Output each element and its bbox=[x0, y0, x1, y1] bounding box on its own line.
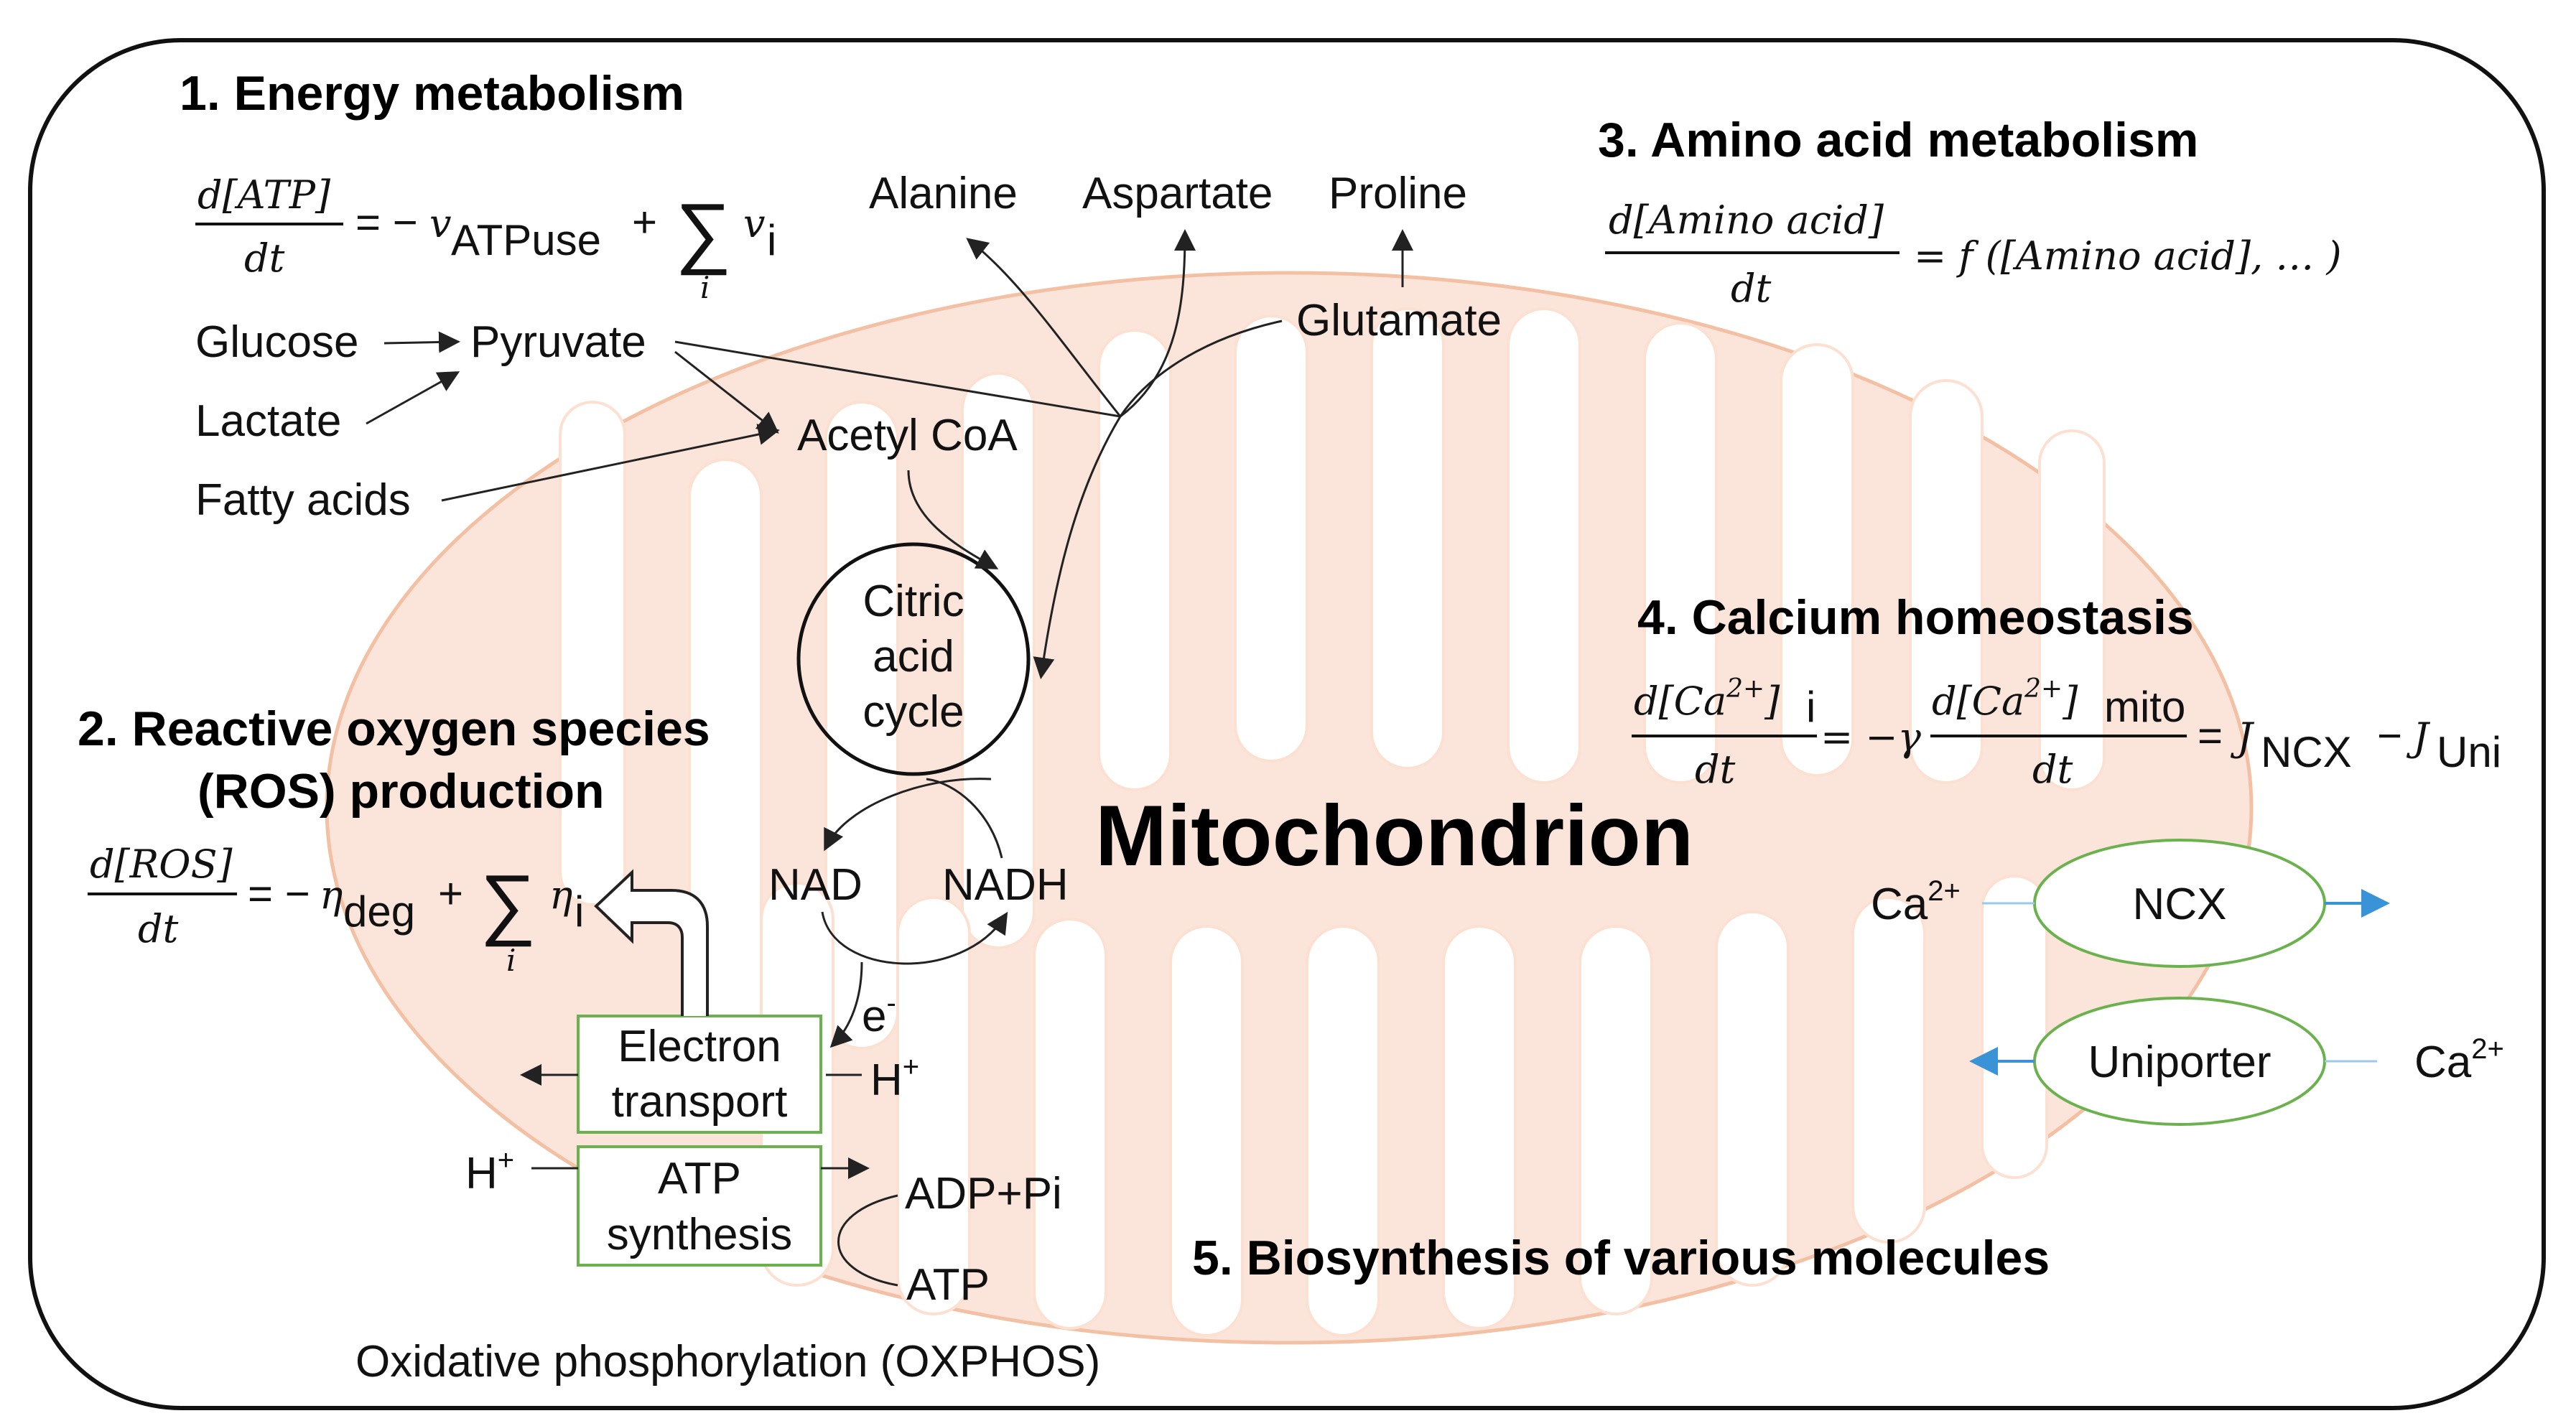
eq-atp-denominator: dt bbox=[244, 236, 285, 281]
label-electron: e- bbox=[862, 987, 896, 1041]
eq-ros-equals: = − bbox=[248, 870, 310, 918]
label-tca-line2: acid bbox=[873, 632, 954, 681]
eq-ros-eta-i: η bbox=[549, 872, 572, 918]
eq-ros-sub-deg: deg bbox=[343, 887, 415, 936]
eq-ca-gamma: = −γ bbox=[1821, 714, 1922, 760]
electron-transport-box bbox=[577, 1015, 822, 1134]
eq-ca-sub-mito: mito bbox=[2104, 683, 2185, 731]
label-ca-left: Ca2+ bbox=[1871, 875, 1961, 929]
arrow-hub-aspartate bbox=[1120, 229, 1196, 418]
arrow-nadh-cycle bbox=[926, 778, 1003, 859]
arrow-et-to-ros bbox=[594, 869, 709, 1016]
label-glutamate: Glutamate bbox=[1296, 296, 1502, 345]
label-fatty-acids: Fatty acids bbox=[195, 475, 411, 525]
arrow-lactate-pyruvate bbox=[366, 371, 460, 425]
eq-atp-plus: + bbox=[632, 198, 657, 246]
eq-ros-plus: + bbox=[438, 870, 463, 918]
eq-atp-numerator: d[ATP] bbox=[197, 172, 331, 218]
eq-ca-den2: dt bbox=[2032, 747, 2073, 792]
arrow-glutamate-hub bbox=[1033, 320, 1283, 679]
eq-ca-j2-sub: Uni bbox=[2437, 728, 2501, 776]
arrow-pyruvate-acetylcoa bbox=[674, 350, 779, 434]
eq-ca-minus: − bbox=[2377, 712, 2402, 760]
label-alanine: Alanine bbox=[869, 169, 1018, 218]
header-ros-line2: (ROS) production bbox=[197, 764, 605, 819]
eq-amino-numerator: d[Amino acid] bbox=[1609, 197, 1884, 243]
label-atp-line2: synthesis bbox=[607, 1210, 792, 1259]
eq-ros-denominator: dt bbox=[138, 906, 179, 951]
arrow-hub-alanine bbox=[966, 238, 1122, 417]
label-aspartate: Aspartate bbox=[1082, 169, 1273, 218]
label-h-plus-left: H+ bbox=[465, 1145, 514, 1198]
calcium-arrows bbox=[1969, 889, 2390, 1076]
label-proline: Proline bbox=[1329, 169, 1467, 218]
eq-atp-sub-i: i bbox=[767, 216, 776, 264]
label-glucose: Glucose bbox=[195, 317, 358, 367]
arrow-nad-nadh bbox=[821, 911, 1008, 965]
label-atp-line1: ATP bbox=[658, 1154, 741, 1203]
header-ros-line1: 2. Reactive oxygen species bbox=[78, 702, 710, 756]
atp-synthesis-box bbox=[577, 1145, 822, 1267]
arrow-fatty-acetylcoa bbox=[441, 424, 780, 502]
eq-atp-sum-index: i bbox=[700, 270, 710, 305]
label-uniporter: Uniporter bbox=[2088, 1038, 2272, 1087]
label-nad: NAD bbox=[768, 860, 862, 910]
label-ca-right: Ca2+ bbox=[2414, 1033, 2504, 1087]
eq-ca-sub-i: i bbox=[1806, 683, 1815, 731]
title-mitochondrion: Mitochondrion bbox=[1095, 788, 1693, 884]
eq-ca-num2: d[Ca2+] bbox=[1932, 674, 2078, 724]
eq-amino-rhs: = f ([Amino acid], … ) bbox=[1914, 233, 2342, 279]
label-tca-line3: cycle bbox=[862, 687, 964, 737]
eq-atp-v: v bbox=[429, 201, 452, 246]
equation-ros: d[ROS] dt = − η deg + ∑ i η i bbox=[88, 842, 584, 978]
label-ncx: NCX bbox=[2133, 880, 2227, 929]
eq-ca-equals: = bbox=[2198, 712, 2223, 760]
label-oxphos: Oxidative phosphorylation (OXPHOS) bbox=[355, 1337, 1100, 1387]
arrow-tca-nad bbox=[824, 778, 992, 852]
citric-acid-cycle-circle bbox=[796, 542, 1031, 776]
eq-ca-den1: dt bbox=[1695, 747, 1736, 792]
arrow-adp-atp bbox=[837, 1194, 898, 1287]
equation-amino: d[Amino acid] dt = f ([Amino acid], … ) bbox=[1605, 197, 2342, 311]
label-nadh: NADH bbox=[942, 860, 1069, 910]
eq-ros-eta: η bbox=[320, 872, 343, 918]
eq-amino-denominator: dt bbox=[1731, 266, 1772, 311]
header-biosynthesis: 5. Biosynthesis of various molecules bbox=[1192, 1231, 2050, 1285]
header-energy-metabolism: 1. Energy metabolism bbox=[180, 66, 684, 121]
pathway-arrows bbox=[366, 229, 1413, 1287]
eq-ros-sum: ∑ bbox=[480, 859, 536, 947]
arrow-glucose-pyruvate bbox=[383, 331, 460, 353]
label-h-plus-right: H+ bbox=[870, 1051, 919, 1105]
header-amino-acid: 3. Amino acid metabolism bbox=[1598, 113, 2198, 167]
eq-ros-sum-index: i bbox=[506, 943, 516, 978]
eq-atp-equals: = − bbox=[355, 198, 418, 246]
label-adp-pi: ADP+Pi bbox=[905, 1169, 1062, 1218]
arrow-acetylcoa-tca bbox=[907, 470, 999, 569]
arrow-nad-et bbox=[829, 961, 863, 1048]
label-lactate: Lactate bbox=[195, 396, 341, 446]
label-atp: ATP bbox=[906, 1260, 990, 1310]
eq-ca-j1-sub: NCX bbox=[2261, 728, 2352, 776]
label-pyruvate: Pyruvate bbox=[470, 317, 646, 367]
equation-atp: d[ATP] dt = − v ATPuse + ∑ i v i bbox=[195, 172, 776, 305]
eq-atp-vi: v bbox=[743, 201, 766, 246]
arrow-pyruvate-hub bbox=[674, 340, 1121, 418]
header-calcium: 4. Calcium homeostasis bbox=[1637, 590, 2194, 645]
eq-ros-sub-i: i bbox=[575, 887, 584, 936]
eq-ros-numerator: d[ROS] bbox=[90, 842, 233, 887]
label-tca-line1: Citric bbox=[862, 577, 964, 626]
label-et-line2: transport bbox=[612, 1077, 788, 1127]
eq-atp-sub-use: ATPuse bbox=[451, 216, 601, 264]
label-acetyl-coa: Acetyl CoA bbox=[797, 411, 1018, 460]
equation-calcium: d[Ca2+] i dt = −γ d[Ca2+] mito dt = J NC… bbox=[1632, 674, 2501, 792]
eq-ca-num1: d[Ca2+] bbox=[1634, 674, 1780, 724]
label-et-line1: Electron bbox=[618, 1022, 781, 1071]
eq-atp-sum: ∑ bbox=[675, 187, 731, 276]
